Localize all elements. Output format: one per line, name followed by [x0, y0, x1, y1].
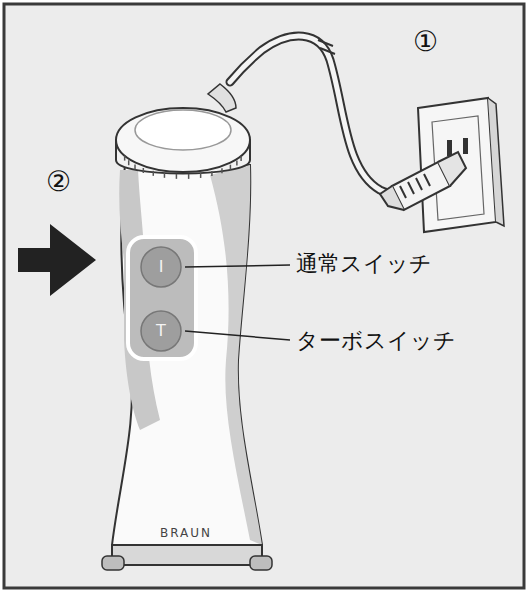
callout-number: ①: [413, 28, 438, 56]
direction-arrow: [18, 224, 96, 296]
turbo-switch: [141, 311, 181, 351]
part-label: 通常スイッチ: [296, 253, 432, 275]
power-cord: [230, 36, 440, 194]
button-letter: I: [159, 259, 164, 275]
leader-line: [185, 265, 290, 267]
hand-blender: [102, 84, 272, 570]
part-label: ターボスイッチ: [296, 330, 456, 352]
dial-mark: [128, 160, 130, 165]
frame: [4, 4, 524, 588]
dial-mark: [221, 168, 223, 173]
switch-panel: [128, 237, 196, 359]
dial-mark: [236, 161, 238, 166]
normal-switch: [141, 247, 181, 287]
dial-mark: [124, 156, 126, 161]
plug: [380, 152, 466, 210]
dial-mark: [240, 156, 242, 161]
dial-mark: [153, 171, 155, 176]
dial-mark: [176, 174, 178, 179]
dial-mark: [200, 173, 202, 178]
callout-number: ②: [46, 168, 71, 196]
dial-mark: [164, 173, 166, 178]
button-letter: T: [156, 323, 166, 339]
dial-mark: [211, 171, 213, 176]
leader-line: [185, 331, 290, 340]
dial-mark: [134, 164, 136, 169]
dial-mark: [230, 165, 232, 170]
dial-mark: [188, 174, 190, 179]
brand-logo: BRAUN: [160, 527, 212, 539]
dial-mark: [143, 168, 145, 173]
